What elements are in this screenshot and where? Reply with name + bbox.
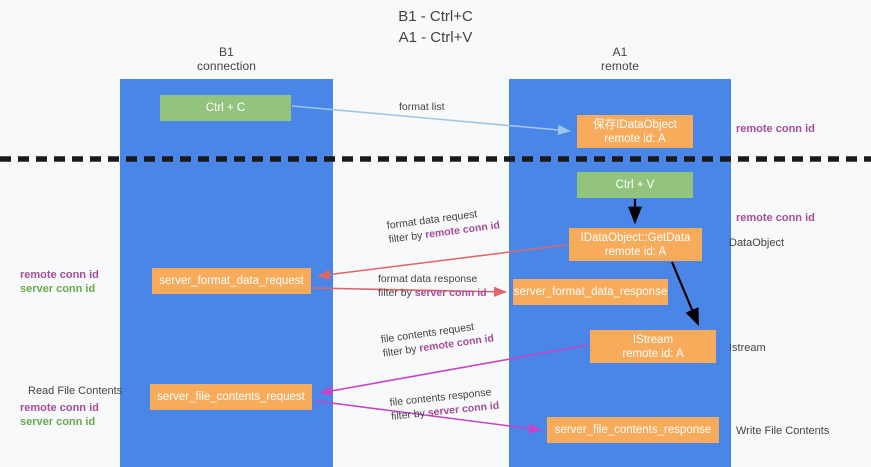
message-format-data-response-filter-prefix: filter by bbox=[378, 287, 415, 299]
annotation-remote-conn-id-mid: remote conn id bbox=[736, 212, 815, 224]
lane-a1-role: remote bbox=[601, 59, 639, 73]
node-ctrl-v-label: Ctrl + V bbox=[615, 179, 655, 191]
message-label-file-contents-request: file contents request filter by remote c… bbox=[380, 317, 495, 360]
message-label-file-contents-response: file contents response filter by server … bbox=[389, 385, 500, 424]
annotation-left-remote-conn-id: remote conn id bbox=[20, 269, 99, 281]
lane-header-a1: A1 remote bbox=[509, 45, 731, 73]
message-label-format-data-request: format data request filter by remote con… bbox=[386, 204, 501, 246]
node-server-format-data-request-label: server_format_data_request bbox=[159, 275, 304, 287]
annotation-left-conn-ids: remote conn id server conn id bbox=[20, 268, 99, 296]
node-istream-subtitle: remote id: A bbox=[622, 347, 684, 360]
node-idataobject-getdata-subtitle: remote id: A bbox=[604, 245, 667, 258]
node-istream[interactable]: IStream remote id: A bbox=[590, 330, 716, 363]
node-server-format-data-response[interactable]: server_format_data_response bbox=[513, 279, 668, 305]
node-server-format-data-request[interactable]: server_format_data_request bbox=[152, 268, 311, 294]
title-line-1: B1 - Ctrl+C bbox=[398, 8, 473, 25]
node-idataobject-getdata-title: IDataObject::GetData bbox=[580, 231, 691, 244]
annotation-dataobject: DataObject bbox=[729, 237, 785, 249]
node-server-file-contents-request-label: server_file_contents_request bbox=[157, 391, 305, 403]
message-label-format-data-response: format data response filter by server co… bbox=[378, 272, 487, 300]
message-format-data-response-filter-key: server conn id bbox=[414, 287, 487, 299]
annotation-read-file-contents: Read File Contents bbox=[28, 385, 123, 397]
node-ctrl-v[interactable]: Ctrl + V bbox=[577, 172, 693, 198]
annotation-left-server-conn-id: server conn id bbox=[20, 283, 96, 295]
message-format-data-request-filter-prefix: filter by bbox=[387, 229, 426, 246]
lane-b1-name: B1 bbox=[219, 45, 234, 59]
message-file-contents-request-filter-prefix: filter by bbox=[382, 342, 421, 360]
diagram-title: B1 - Ctrl+C A1 - Ctrl+V bbox=[0, 6, 871, 48]
message-file-contents-response-filter-prefix: filter by bbox=[390, 407, 429, 423]
node-store-idataobject-subtitle: remote id: A bbox=[604, 132, 666, 145]
annotation-istream: Istream bbox=[729, 342, 766, 354]
annotation-write-file-contents: Write File Contents bbox=[736, 425, 830, 437]
message-format-list-text: format list bbox=[399, 101, 445, 113]
node-server-format-data-response-label: server_format_data_response bbox=[513, 286, 668, 298]
node-store-idataobject[interactable]: 保存IDataObject remote id: A bbox=[577, 115, 693, 148]
lane-header-b1: B1 connection bbox=[120, 45, 333, 73]
annotation-remote-conn-id-top: remote conn id bbox=[736, 123, 815, 135]
node-idataobject-getdata[interactable]: IDataObject::GetData remote id: A bbox=[569, 228, 702, 261]
lane-b1-role: connection bbox=[196, 59, 257, 73]
node-istream-title: IStream bbox=[632, 333, 674, 346]
lane-a1-name: A1 bbox=[612, 45, 628, 59]
node-store-idataobject-title: 保存IDataObject bbox=[593, 118, 677, 131]
message-format-data-response-text: format data response bbox=[378, 273, 478, 285]
node-server-file-contents-request[interactable]: server_file_contents_request bbox=[150, 384, 312, 410]
message-label-format-list: format list bbox=[399, 100, 445, 114]
annotation-left-conn-ids-2: remote conn id server conn id bbox=[20, 401, 99, 429]
annotation-left-server-conn-id-2: server conn id bbox=[20, 416, 96, 428]
annotation-left-remote-conn-id-2: remote conn id bbox=[20, 402, 99, 414]
node-server-file-contents-response[interactable]: server_file_contents_response bbox=[547, 417, 719, 443]
node-ctrl-c[interactable]: Ctrl + C bbox=[160, 95, 291, 121]
node-server-file-contents-response-label: server_file_contents_response bbox=[554, 424, 712, 436]
title-line-2: A1 - Ctrl+V bbox=[398, 29, 473, 46]
node-ctrl-c-label: Ctrl + C bbox=[205, 102, 246, 114]
